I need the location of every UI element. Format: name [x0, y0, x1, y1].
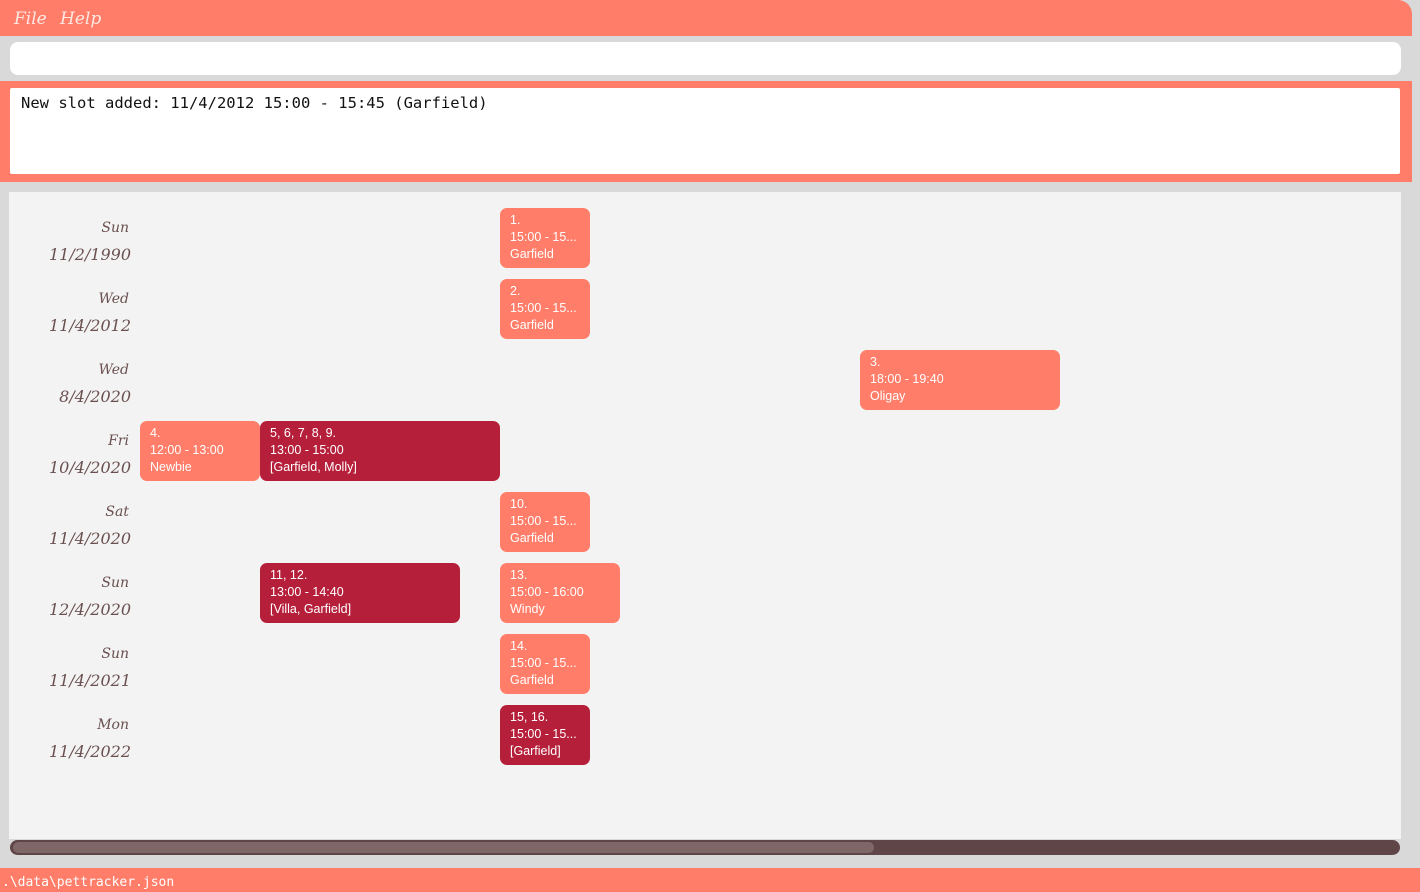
slot-time: 15:00 - 15...: [510, 514, 577, 528]
day-date: 8/4/2020: [59, 387, 131, 406]
slot-index: 11, 12.: [270, 568, 308, 582]
slot-card[interactable]: 2. 15:00 - 15... Garfield: [500, 279, 590, 339]
day-date: 11/4/2021: [48, 671, 131, 690]
day-name: Sat: [105, 504, 129, 520]
slot-index: 10.: [510, 497, 528, 511]
slot-time: 13:00 - 14:40: [270, 585, 344, 599]
day-date: 11/4/2022: [48, 742, 131, 761]
day-name: Sun: [101, 575, 129, 591]
slot-index: 14.: [510, 639, 528, 653]
horizontal-scrollbar[interactable]: [10, 840, 1400, 855]
day-name: Wed: [98, 291, 130, 307]
slot-time: 13:00 - 15:00: [270, 443, 344, 457]
calendar-panel: Sun 11/2/1990 Wed 11/4/2012 Wed 8/4/2020…: [9, 192, 1401, 839]
slot-card[interactable]: 14. 15:00 - 15... Garfield: [500, 634, 590, 694]
slot-card[interactable]: 1. 15:00 - 15... Garfield: [500, 208, 590, 268]
day-date: 11/4/2020: [48, 529, 131, 548]
slot-card[interactable]: 3. 18:00 - 19:40 Oligay: [860, 350, 1060, 410]
result-display: New slot added: 11/4/2012 15:00 - 15:45 …: [10, 88, 1400, 174]
menu-file[interactable]: File: [14, 9, 47, 29]
slot-pet: Garfield: [510, 247, 554, 261]
day-date: 11/2/1990: [48, 245, 131, 264]
slot-index: 4.: [150, 426, 161, 440]
slot-time: 12:00 - 13:00: [150, 443, 224, 457]
day-date: 12/4/2020: [48, 600, 131, 619]
command-input[interactable]: [10, 42, 1401, 75]
day-name: Sun: [101, 220, 129, 236]
save-location: .\data\pettracker.json: [2, 875, 175, 890]
slot-pet: Windy: [510, 602, 545, 616]
slot-index: 2.: [510, 284, 521, 298]
slot-time: 15:00 - 15...: [510, 727, 577, 741]
slot-card[interactable]: 13. 15:00 - 16:00 Windy: [500, 563, 620, 623]
scrollbar-thumb[interactable]: [13, 842, 874, 853]
menu-bar: File Help: [0, 0, 1412, 36]
slot-card-conflict[interactable]: 15, 16. 15:00 - 15... [Garfield]: [500, 705, 590, 765]
slot-pet: [Villa, Garfield]: [270, 602, 352, 616]
menu-help[interactable]: Help: [60, 9, 102, 29]
day-date: 10/4/2020: [48, 458, 131, 477]
slot-index: 3.: [870, 355, 881, 369]
slot-card-conflict[interactable]: 11, 12. 13:00 - 14:40 [Villa, Garfield]: [260, 563, 460, 623]
day-name: Wed: [98, 362, 130, 378]
slot-pet: Oligay: [870, 389, 906, 403]
slot-time: 15:00 - 15...: [510, 230, 577, 244]
slot-pet: [Garfield, Molly]: [270, 460, 357, 474]
day-name: Mon: [97, 717, 129, 733]
slot-time: 15:00 - 15...: [510, 301, 577, 315]
slot-index: 13.: [510, 568, 528, 582]
slot-index: 1.: [510, 213, 521, 227]
slot-pet: [Garfield]: [510, 744, 561, 758]
slot-time: 18:00 - 19:40: [870, 372, 944, 386]
day-name: Sun: [101, 646, 129, 662]
slot-card-conflict[interactable]: 5, 6, 7, 8, 9. 13:00 - 15:00 [Garfield, …: [260, 421, 500, 481]
slot-index: 5, 6, 7, 8, 9.: [270, 426, 337, 440]
slot-pet: Garfield: [510, 673, 554, 687]
slot-pet: Garfield: [510, 318, 554, 332]
slot-time: 15:00 - 15...: [510, 656, 577, 670]
day-date: 11/4/2012: [48, 316, 131, 335]
day-name: Fri: [108, 433, 129, 449]
status-bar: .\data\pettracker.json: [0, 868, 1420, 892]
slot-pet: Newbie: [150, 460, 192, 474]
slot-pet: Garfield: [510, 531, 554, 545]
slot-time: 15:00 - 16:00: [510, 585, 584, 599]
slot-card[interactable]: 4. 12:00 - 13:00 Newbie: [140, 421, 260, 481]
slot-index: 15, 16.: [510, 710, 549, 724]
slot-card[interactable]: 10. 15:00 - 15... Garfield: [500, 492, 590, 552]
